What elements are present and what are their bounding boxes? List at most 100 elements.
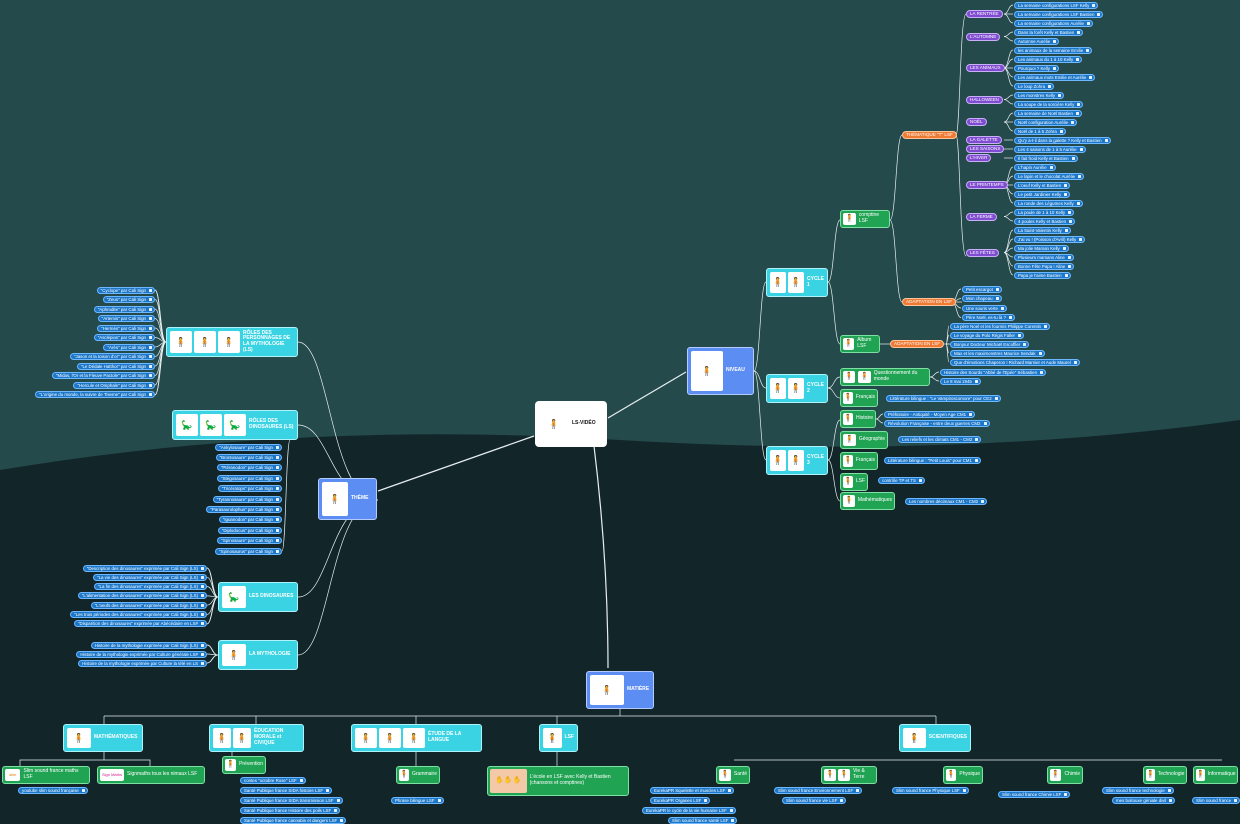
roles-mythologie-item[interactable]: "Jason et la toison d'or" par Cali Sign: [69, 353, 155, 360]
season-8-item[interactable]: Le lapin et le chocolat Aurélie: [1014, 172, 1085, 180]
roles-mythologie-item[interactable]: "Hercule et Omphale" par Cali Sign: [73, 381, 155, 389]
vie-terre-item[interactable]: Slim sound france Environnement LSF: [774, 786, 863, 794]
adaptation-2-item[interactable]: Bonjour Docteur Michaël Escoffier: [950, 340, 1030, 348]
roles-dinosaures-item[interactable]: "Stégosaure" par Cali Sign: [217, 474, 282, 482]
emc-item[interactable]: Santé Publique france cannabis et danger…: [240, 816, 347, 824]
lsf-c3-node[interactable]: 🧍LSF: [840, 473, 868, 491]
niveau-node[interactable]: 🧍 NIVEAU: [687, 347, 754, 395]
francais-c2-node[interactable]: 🧍Français: [840, 389, 878, 407]
prevention-node[interactable]: 🧍Prévention: [222, 756, 266, 774]
dinosaures-item[interactable]: "Les trois périodes des dinosaures" expr…: [70, 611, 207, 618]
adaptation-2-item[interactable]: Le voyage du Polo Régis Faller: [950, 331, 1025, 339]
adaptation-node-2[interactable]: ADAPTATION EN LSF: [890, 340, 945, 348]
season-3-item[interactable]: La soupe de la sorcière Kelly: [1014, 100, 1084, 108]
season-8-item[interactable]: L'oeuf Kelly et Bastien: [1014, 181, 1071, 189]
roles-dinosaures-node[interactable]: 🦕🦕🦕 RÔLES DES DINOSAURES (LS): [172, 410, 298, 440]
sante-item[interactable]: EurekaPR Squelette et muscles LSF: [650, 786, 735, 794]
histoire-item[interactable]: Révolution Française - entre deux guerre…: [884, 419, 990, 427]
cycle-1-node[interactable]: 🧍🧍 CYCLE 1: [766, 268, 828, 297]
francais-c3-item[interactable]: Littérature bilingue : "Petit Louis" pou…: [884, 456, 981, 464]
lsf-ecole-node[interactable]: ✋✋✋L'école en LSF avec Kelly et Bastien …: [487, 766, 629, 796]
season-5-item[interactable]: Qu'y a-t-il dans la galette ? Kelly et B…: [1014, 136, 1111, 144]
chimie-node[interactable]: 🧍Chimie: [1047, 766, 1083, 784]
informatique-node[interactable]: 🧍Informatique: [1193, 766, 1238, 784]
season-4[interactable]: NOËL: [966, 118, 987, 126]
physique-node[interactable]: 🧍Physique: [943, 766, 983, 784]
roles-dinosaures-item[interactable]: "Tyrannosaure" par Cali Sign: [212, 495, 282, 503]
technologie-node[interactable]: 🧍Technologie: [1143, 766, 1187, 784]
season-4-item[interactable]: Noël de 1 à 5 Zohra: [1014, 127, 1066, 135]
season-2-item[interactable]: Les animaux mots Emilie et Aurélie: [1014, 73, 1096, 81]
roles-dinosaures-item[interactable]: "Ankylosaure" par Cali Sign: [215, 443, 282, 451]
francais-c2-item[interactable]: Littérature bilingue : "Le Vampiroscomor…: [886, 394, 1001, 402]
season-10-item[interactable]: Bonne Fête Papa ! Aline: [1014, 262, 1075, 270]
emc-item[interactable]: contes "octobre Rose" LSF: [240, 776, 306, 784]
roles-dinosaures-item[interactable]: "Parasaurolophus" par Cali Sign: [206, 505, 282, 513]
roles-mythologie-node[interactable]: 🧍🧍🧍 RÔLES DES PERSONNAGES DE LA MYTHOLOG…: [166, 327, 298, 357]
theme-node[interactable]: 🧍 THÈME: [318, 478, 377, 520]
dinosaures-item[interactable]: "Description des dinosaures" exprimée pa…: [82, 564, 207, 572]
roles-dinosaures-item[interactable]: "Iguanodon" par Cali Sign: [218, 516, 282, 524]
dinosaures-item[interactable]: "L'oeufs des dinosaures" exprimée par Ca…: [90, 601, 207, 609]
cycle-3-node[interactable]: 🧍🧍 CYCLE 3: [766, 446, 828, 475]
season-8-item[interactable]: Le petit Jardinier Kelly: [1014, 190, 1071, 198]
math-youtube-item[interactable]: youtube slim sound française: [18, 786, 88, 794]
season-3[interactable]: HALLOWEEN: [966, 95, 1003, 104]
adaptation-2-item[interactable]: Que d'émotions Chaperon ! Richard Marnie…: [950, 358, 1080, 366]
vie-terre-item[interactable]: Slim sound france vie LSF: [782, 796, 847, 804]
season-3-item[interactable]: Les monstres Kelly: [1014, 91, 1065, 99]
mythologie-item[interactable]: Histoire de la mythologie exprimée par C…: [90, 641, 207, 649]
root-node[interactable]: 🧍 LS-VIDÉO: [535, 401, 607, 447]
sante-item[interactable]: EurekaPR Organes LSF: [650, 796, 711, 804]
season-2-item[interactable]: Le loup Zohra: [1014, 82, 1055, 90]
questionnement-item[interactable]: Le 8 mai 1945: [940, 377, 981, 385]
subject-emc[interactable]: 🧍🧍ÉDUCATION MORALE et CIVIQUE: [209, 724, 304, 752]
roles-dinosaures-item[interactable]: "Spinosaure" par Cali Sign: [217, 537, 282, 545]
roles-mythologie-item[interactable]: "Cyclope" par Cali Sign: [96, 286, 155, 294]
roles-mythologie-item[interactable]: "Artemis" par Cali Sign: [97, 315, 155, 322]
roles-dinosaures-item[interactable]: "Brontosaure" par Cali Sign: [215, 453, 282, 461]
season-2-item[interactable]: Pourquoi ? Kelly: [1014, 64, 1059, 72]
season-10-item[interactable]: Papa je t'aime Bastien: [1014, 271, 1071, 279]
season-10-item[interactable]: Ma jolie Maman Kelly: [1014, 244, 1069, 252]
season-0-item[interactable]: La semaine configurations Aurélie: [1014, 19, 1093, 27]
season-2-item[interactable]: Les animaux du 1 à 10 Kelly: [1014, 55, 1083, 63]
dinosaures-item[interactable]: "L'alimentation des dinosaures" exprimée…: [77, 592, 207, 600]
roles-dinosaures-item[interactable]: "Ptéranodon" par Cali Sign: [216, 464, 282, 472]
season-4-item[interactable]: La semaine de Noël Bastien: [1014, 109, 1082, 117]
season-0-item[interactable]: La semaine configurations LSF Kelly: [1014, 1, 1099, 9]
season-10-item[interactable]: J'ai vu ! (Poisson d'Avril) Kelly: [1014, 235, 1086, 243]
adaptation-1-item[interactable]: Une souris verte: [962, 304, 1007, 312]
grammaire-item[interactable]: Phrase bilingue LSF: [391, 796, 444, 804]
cycle-2-node[interactable]: 🧍🧍 CYCLE 2: [766, 374, 828, 403]
season-2-item[interactable]: les animaux de la semaine Emilie: [1014, 46, 1093, 54]
adaptation-1-item[interactable]: Mon chapeau: [962, 295, 1002, 302]
geographie-item[interactable]: Les reliefs et les climats CM1 - CM2: [898, 435, 982, 443]
questionnement-item[interactable]: Histoire des Sourds "Abbé de l'Epée" Séb…: [940, 368, 1047, 376]
dinosaures-item[interactable]: "La vie des dinosaures" exprimée par Cal…: [93, 573, 207, 581]
comptine-node[interactable]: 🧍comptine LSF: [840, 210, 890, 228]
season-1-item[interactable]: Dans la forêt Kelly et Bastien: [1014, 28, 1084, 36]
mythologie-item[interactable]: Histoire de la mythologie exprimée par C…: [76, 650, 207, 658]
season-6[interactable]: LES SAISONS: [966, 145, 1005, 153]
roles-dinosaures-item[interactable]: "Tricératops" par Cali Sign: [217, 485, 282, 493]
adaptation-1-item[interactable]: Père Noël, es-tu là ?: [962, 314, 1016, 321]
dinosaures-item[interactable]: "Disparition des dinosaures" exprimée pa…: [73, 620, 207, 628]
sante-node[interactable]: 🧍Santé: [716, 766, 750, 784]
la-mythologie-node[interactable]: 🧍 LA MYTHOLOGIE: [218, 640, 298, 670]
adaptation-node-1[interactable]: ADAPTATION EN LSF: [902, 298, 957, 306]
subject-etude-langue[interactable]: 🧍🧍🧍ÉTUDE DE LA LANGUE: [351, 724, 482, 752]
histoire-node[interactable]: 🧍Histoire: [840, 410, 876, 428]
season-1[interactable]: L'AUTOMNE: [966, 32, 1001, 41]
histoire-item[interactable]: Préhistoire - Antiquité - Moyen Age CM1: [884, 410, 976, 418]
emc-item[interactable]: Santé Publique france SIDA transmission …: [240, 796, 343, 804]
informatique-item[interactable]: Slim sound france: [1192, 796, 1240, 804]
season-2[interactable]: LES ANIMAUX: [966, 64, 1005, 72]
grammaire-node[interactable]: 🧍Grammaire: [396, 766, 440, 784]
season-9-item[interactable]: 4 poules Kelly et Bastien: [1014, 217, 1076, 225]
season-7-item[interactable]: Il fait froid Kelly et Bastien: [1014, 154, 1078, 162]
roles-mythologie-item[interactable]: "Hermès" par Cali Sign: [97, 324, 155, 332]
mythologie-item[interactable]: Histoire de la mythologie exprimée par C…: [78, 659, 207, 667]
